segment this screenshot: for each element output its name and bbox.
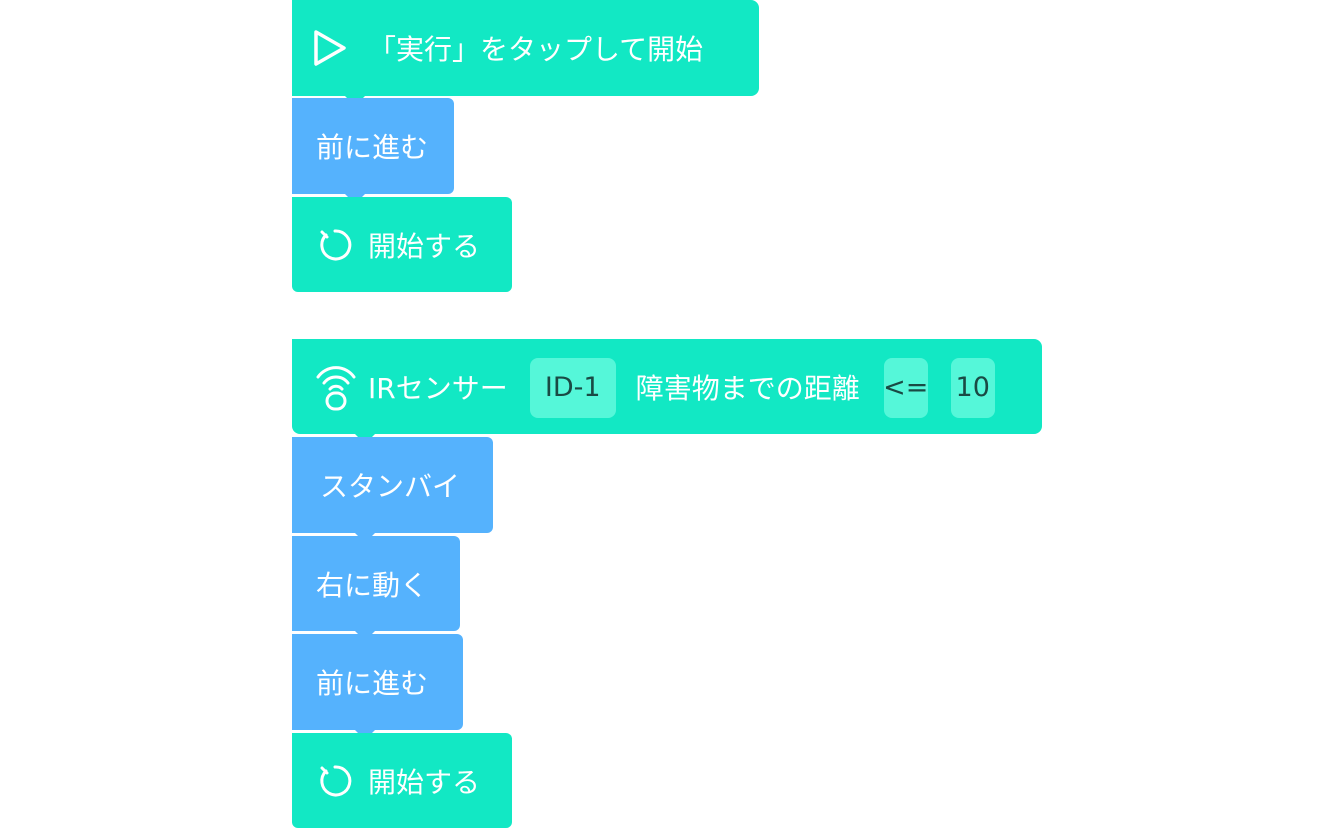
move-right-label: 右に動く	[316, 568, 429, 602]
restart-block-2[interactable]: 開始する	[292, 733, 512, 828]
restart-block[interactable]: 開始する	[292, 197, 512, 292]
move-forward-label-2: 前に進む	[316, 667, 429, 700]
start-trigger-label: 「実行」をタップして開始	[368, 33, 704, 66]
ir-sensor-icon	[314, 363, 358, 411]
start-trigger-block[interactable]: 「実行」をタップして開始	[292, 0, 759, 106]
sensor-id-dropdown[interactable]: ID-1	[529, 357, 616, 418]
play-icon	[312, 28, 348, 68]
move-forward-block-2[interactable]: 前に進む	[292, 634, 463, 740]
ir-sensor-trigger-block[interactable]: IRセンサー ID-1 障害物までの距離 <= 10	[292, 339, 1042, 444]
distance-value-input[interactable]: 10	[950, 357, 995, 418]
ir-sensor-label: IRセンサー	[368, 371, 508, 405]
move-right-block[interactable]: 右に動く	[292, 536, 460, 641]
standby-label: スタンバイ	[320, 470, 461, 503]
distance-condition-label: 障害物までの距離	[635, 371, 860, 405]
move-forward-block[interactable]: 前に進む	[292, 98, 454, 204]
standby-block[interactable]: スタンバイ	[292, 437, 493, 543]
restart-label-2: 開始する	[368, 765, 481, 799]
loop-restart-icon	[316, 226, 354, 264]
restart-label: 開始する	[368, 229, 481, 263]
loop-restart-icon	[316, 762, 354, 800]
comparison-operator-dropdown[interactable]: <=	[883, 357, 928, 418]
move-forward-label: 前に進む	[316, 131, 429, 164]
